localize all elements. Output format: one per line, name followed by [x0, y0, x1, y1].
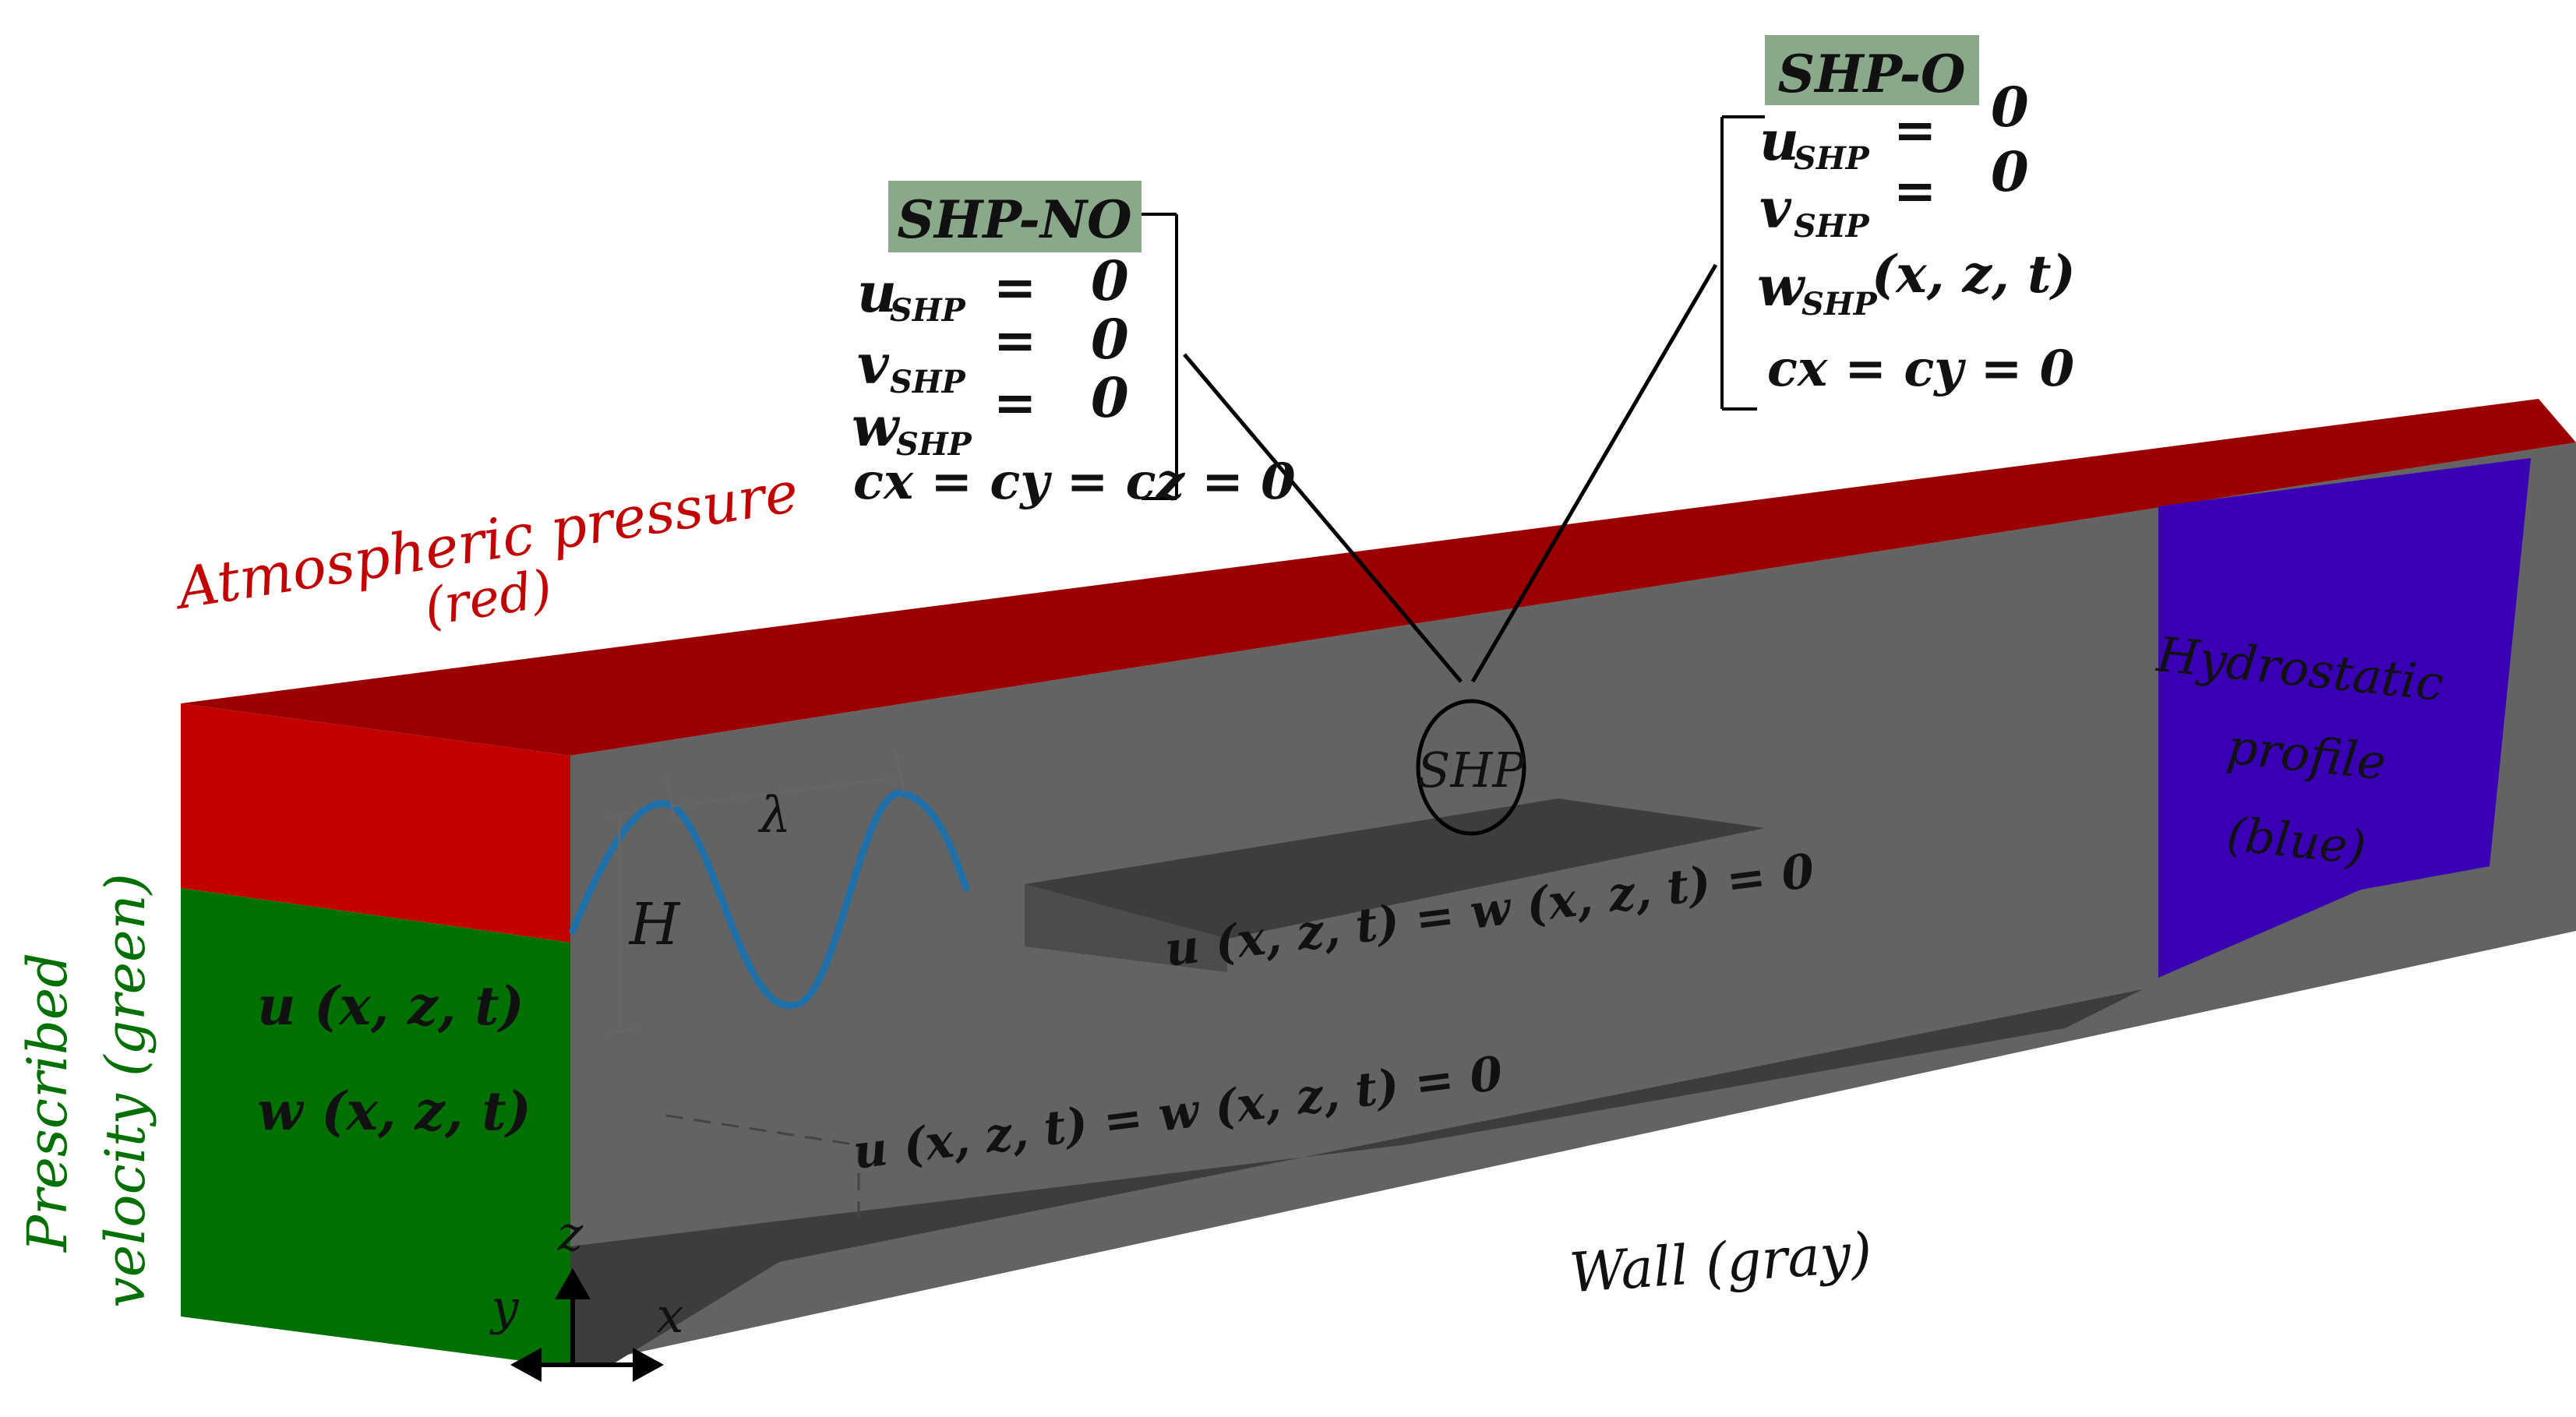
axis-z-arrowhead: [555, 1268, 591, 1299]
shp-o-header-bg: [1765, 35, 1979, 105]
shp-no-v-eq: =: [993, 310, 1036, 371]
wall-label: Wall (gray): [1568, 1221, 1875, 1306]
shp-o-u-eq: =: [1893, 100, 1936, 160]
shp-no-w-eq: =: [993, 372, 1036, 433]
shp-o-v-var: v: [1759, 176, 1792, 241]
lambda-dimension: [669, 776, 901, 808]
shp-o-u-sub: SHP: [1794, 140, 1871, 177]
shp-no-v-var: v: [857, 332, 890, 397]
shp-o-coefficients: cx = cy = 0: [1767, 340, 2074, 398]
shp-label: SHP: [1417, 742, 1526, 798]
shp-no-w-var: w: [852, 394, 901, 459]
wave-height-label: H: [628, 891, 681, 958]
shp-no-u-sub: SHP: [890, 292, 967, 329]
shp-o-w-var: w: [1757, 254, 1806, 319]
submerged-plate-top: [1025, 798, 1765, 939]
shp-circle: [1416, 699, 1526, 836]
inlet-atmospheric-face: [181, 703, 570, 943]
lambda-left-tick: [665, 772, 676, 819]
shp-no-w-sub: SHP: [896, 426, 973, 463]
shp-no-w-val: 0: [1091, 365, 1129, 430]
prescribed-label-line1: Prescribed: [16, 953, 79, 1253]
inlet-u-label: u (x, z, t): [257, 975, 524, 1038]
wavelength-label: λ: [757, 787, 792, 844]
axis-x-arrowhead: [633, 1348, 664, 1382]
bottom-slope-shadow: [570, 989, 2143, 1367]
leader-line-no: [1183, 353, 1463, 683]
shp-no-u-val: 0: [1091, 249, 1129, 313]
shp-no-title: SHP-NO: [897, 189, 1131, 250]
shp-o-v-sub: SHP: [1794, 208, 1871, 245]
submerged-plate-front: [1025, 884, 1227, 972]
axis-z-label: z: [557, 1205, 584, 1262]
incident-wave: [569, 789, 970, 1010]
shp-o-v-eq: =: [1893, 160, 1936, 221]
shp-no-header-bg: [888, 181, 1142, 252]
shp-o-w-sub: SHP: [1801, 286, 1879, 323]
axis-x-label: x: [657, 1287, 684, 1344]
shp-o-title: SHP-O: [1778, 44, 1966, 104]
hydrostatic-outlet-face: [2158, 458, 2531, 978]
shp-no-u-var: u: [857, 260, 897, 325]
dashed-line-bottom: [665, 1114, 859, 1147]
side-wall-face: [570, 442, 2576, 1367]
shp-no-info-box: SHP-NO u SHP = 0 v SHP = 0 w SHP = 0 cx …: [852, 181, 1296, 511]
height-bottom-tick: [605, 1027, 638, 1035]
shp-o-w-args: (x, z, t): [1872, 244, 2076, 305]
shp-no-u-eq: =: [993, 257, 1036, 318]
shp-no-v-sub: SHP: [890, 364, 967, 400]
axis-y-label: y: [489, 1279, 519, 1336]
shp-no-coefficients: cx = cy = cz = 0: [853, 453, 1296, 511]
inlet-w-label: w (x, z, t): [257, 1080, 531, 1143]
inlet-velocity-face: [181, 888, 570, 1367]
shp-o-u-val: 0: [1991, 75, 2029, 139]
prescribed-label-line2: velocity (green): [94, 873, 157, 1308]
shp-o-u-var: u: [1759, 108, 1799, 173]
axis-y-arrowhead: [510, 1348, 542, 1382]
shp-o-info-box: SHP-O u SHP = 0 v SHP = 0 w SHP (x, z, t…: [1720, 35, 2076, 411]
lambda-right-tick: [895, 751, 905, 794]
leader-line-o: [1470, 263, 1718, 683]
shp-o-v-val: 0: [1991, 139, 2029, 204]
height-top-tick: [605, 809, 638, 820]
top-face-atmospheric: [181, 399, 2576, 756]
shp-no-v-val: 0: [1091, 307, 1129, 372]
